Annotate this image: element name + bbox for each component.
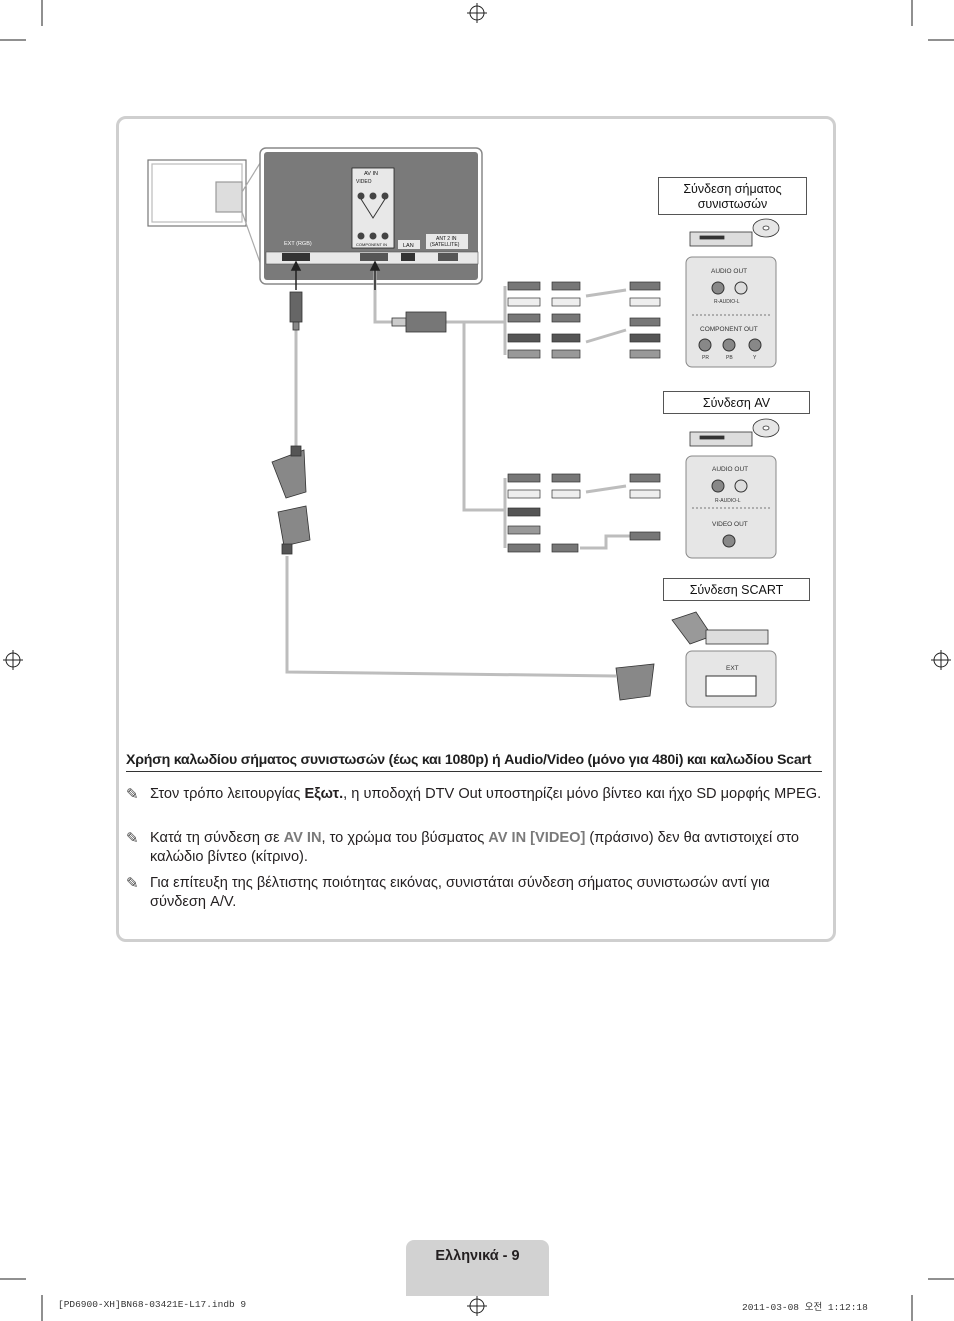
device-jack-icon [698,281,762,352]
pencil-note-icon: ✎ [126,875,139,892]
registration-mark-icon [3,3,951,1316]
rca-plugs-av-icon [507,473,661,553]
page-number-label: Ελληνικά - 9 [435,1248,520,1264]
lan-label: LAN [403,243,414,249]
satellite-label: (SATELLITE) [430,242,460,248]
ext-label: EXT [726,665,739,672]
pb-label: PB [726,355,733,361]
av-out-panel [685,455,777,559]
av-r-audio-l-label: R-AUDIO-L [715,498,741,504]
section-heading: Χρήση καλωδίου σήματος συνιστωσών (έως κ… [126,752,822,772]
scart-connection-title: Σύνδεση SCART [663,578,810,601]
note-2: ✎ Κατά τη σύνδεση σε AV IN, το χρώμα του… [126,830,800,865]
note-1: ✎ Στον τρόπο λειτουργίας Εξωτ., η υποδοχ… [126,786,822,803]
cable-lines [285,270,630,678]
pencil-note-icon: ✎ [126,786,139,803]
tv-panel-icon [259,147,483,285]
av-audio-out-label: AUDIO OUT [712,466,748,473]
content-frame [116,116,836,942]
component-out-label: COMPONENT OUT [700,326,758,333]
component-in-label: COMPONENT IN [356,242,387,247]
audio-out-label: AUDIO OUT [711,268,747,275]
ant2-label: ANT 2 IN [436,236,457,242]
av-in-label: AV IN [364,171,378,177]
y-label: Y [753,355,757,361]
dvd-player-icon [671,218,780,645]
footer-file-info: [PD6900-XH]BN68-03421E-L17.indb 9 [58,1299,247,1310]
scart-plug-icon [271,445,655,701]
r-audio-l-label: R-AUDIO-L [714,299,740,305]
tv-back-icon [147,159,263,269]
component-connection-title: Σύνδεση σήματος συνιστωσών [658,177,807,215]
pencil-note-icon: ✎ [126,830,139,847]
rca-plugs-component-icon [507,281,661,359]
video-label: VIDEO [356,179,372,185]
footer-timestamp: 2011-03-08 오전 1:12:18 [742,1302,868,1313]
scart-socket-icon [705,675,757,697]
av-adapter-icon [391,311,447,333]
note-3: ✎ Για επίτευξη της βέλτιστης ποιότητας ε… [126,875,770,910]
ext-rgb-label: EXT (RGB) [284,241,312,247]
pr-label: PR [702,355,709,361]
ext-rgb-plug-icon [289,291,303,331]
page-number-tab: Ελληνικά - 9 [406,1240,549,1296]
av-connection-title: Σύνδεση AV [663,391,810,414]
video-out-label: VIDEO OUT [712,521,748,528]
